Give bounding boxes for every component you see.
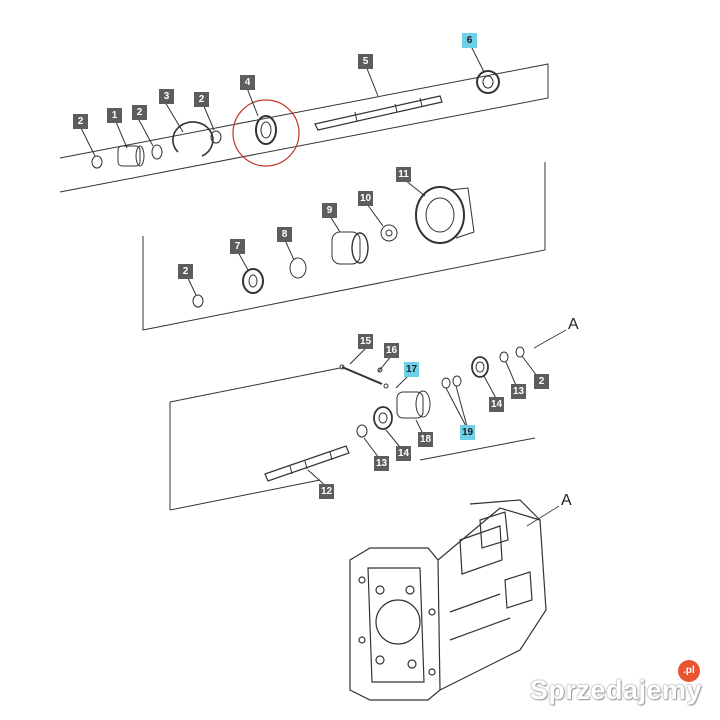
panel-frame-middle [142,162,546,331]
part-ring-13b [499,351,509,363]
callout-10: 10 [358,191,373,206]
part-ring-13a [356,424,368,438]
callout-9: 9 [322,203,337,218]
part-ring-8 [289,257,307,279]
callout-2: 2 [73,114,88,129]
callout-17: 17 [404,362,419,377]
part-pin-15 [341,366,383,385]
callout-15: 15 [358,334,373,349]
part-bearing-6 [476,70,500,94]
part-ring-17 [383,383,389,389]
callout-2: 2 [194,92,209,107]
callout-8: 8 [277,227,292,242]
callout-14: 14 [396,446,411,461]
callout-2: 2 [132,105,147,120]
part-shaft-12 [264,445,350,482]
callout-6: 6 [462,33,477,48]
watermark-badge: .pl [678,660,700,682]
part-bearing-4 [255,115,277,145]
callout-18: 18 [418,432,433,447]
callout-11: 11 [396,167,411,182]
callout-13: 13 [374,456,389,471]
part-bearing-14a [373,406,393,430]
part-sleeve-18 [396,391,424,419]
part-gear-11 [415,186,465,244]
part-bearing-7 [242,268,264,294]
part-ring-2c [210,130,222,144]
part-seals-19 [441,377,451,389]
watermark-logo: Sprzedajemy [530,675,702,706]
part-shaft-5 [314,95,443,131]
panel-frame-top [59,63,549,193]
reference-mark-a-top: A [568,316,579,333]
callout-3: 3 [159,89,174,104]
part-sleeve-1 [117,145,141,167]
part-snapring-3 [172,121,214,157]
callout-13: 13 [511,384,526,399]
callout-12: 12 [319,484,334,499]
part-bearing-14b [471,356,489,378]
callout-7: 7 [230,239,245,254]
part-ring-2a [91,155,103,169]
callout-16: 16 [384,343,399,358]
callout-2: 2 [534,374,549,389]
callout-1: 1 [107,108,122,123]
part-ring-2d [192,294,204,308]
callout-19: 19 [460,425,475,440]
callout-2: 2 [178,264,193,279]
part-washer-10 [380,224,398,242]
part-4-circle-mark [232,99,300,167]
transmission-housing [349,499,547,701]
part-bearing-9 [331,231,361,265]
part-ring-2b [151,144,163,160]
callout-4: 4 [240,75,255,90]
callout-14: 14 [489,397,504,412]
watermark-text: Sprzedajemy [529,675,702,705]
callout-5: 5 [358,54,373,69]
reference-mark-a-bottom: A [561,492,572,509]
